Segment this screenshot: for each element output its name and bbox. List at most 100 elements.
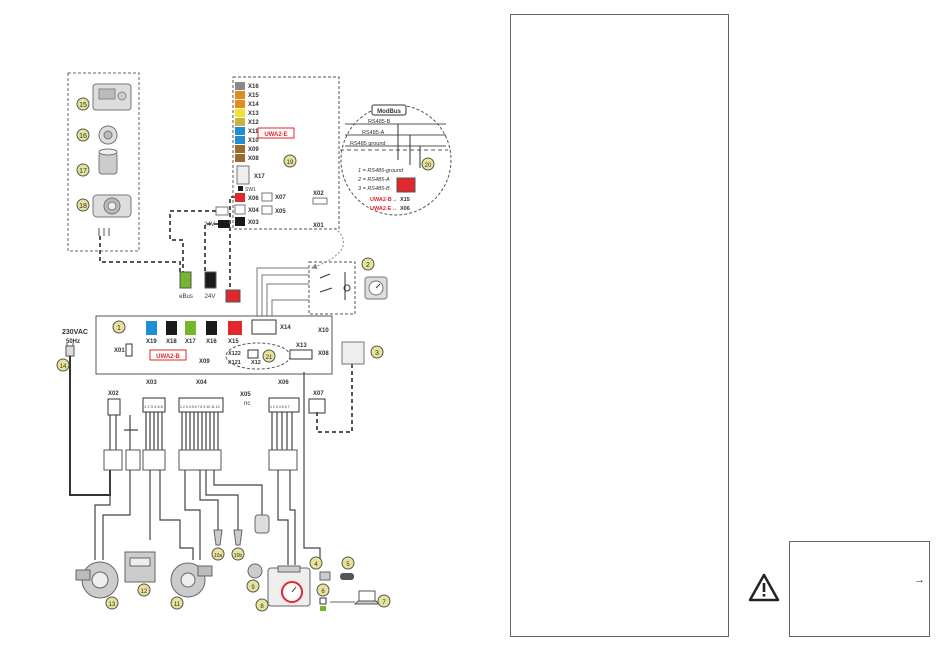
- label-4: 4: [314, 562, 318, 568]
- label-9: 9: [251, 585, 255, 591]
- label-14: 14: [60, 364, 67, 370]
- uwa2b-x08: X08: [318, 351, 329, 357]
- uwa2e-x06: X06: [248, 196, 259, 202]
- outdoor-sensor-icon: [98, 148, 118, 175]
- uwa2b-nc: nc: [244, 401, 250, 407]
- uwa2b-x04: X04: [196, 380, 207, 386]
- label-17: 17: [79, 168, 87, 175]
- uwa2b-x11-num: 21: [266, 355, 273, 361]
- modbus-rs485g: RS485 ground: [350, 141, 385, 147]
- uwa2e-x03: X03: [248, 220, 259, 226]
- uwa2e-x10: X10: [248, 138, 259, 144]
- uwa2e-x16: X16: [248, 84, 259, 90]
- gateway-icon: [92, 194, 132, 218]
- sensor-icon: [98, 125, 118, 145]
- label-7: 7: [382, 600, 386, 606]
- label-15: 15: [79, 102, 87, 109]
- uwa2b-x16: X16: [206, 339, 217, 345]
- modbus-legend-2: 2 = RS485-A: [357, 177, 390, 183]
- uwa2e-x14: X14: [248, 102, 259, 108]
- room-switch-icon: [364, 276, 388, 300]
- svg-text:→: →: [392, 206, 398, 212]
- uwa2e-sw1: SW1: [245, 187, 256, 193]
- uwa2e-x13: X13: [248, 111, 259, 117]
- modbus-map1-conn: X15: [400, 197, 410, 203]
- usb-dongle-5-icon: [340, 573, 354, 580]
- label-10b: 10b: [234, 553, 243, 559]
- uwa2e-x01: X01: [313, 223, 324, 229]
- sensor-10a-icon: [213, 529, 223, 546]
- fan-11-icon: [170, 562, 213, 598]
- uwa2b-x15: X15: [228, 339, 239, 345]
- switch-dashed-box: [308, 261, 356, 315]
- uwa2b-x05: X05: [240, 392, 251, 398]
- label-6: 6: [321, 589, 325, 595]
- warning-icon: [748, 573, 780, 602]
- x05-pins: 1 2 3 4 5 6 7: [270, 405, 290, 409]
- warning-box: →: [789, 541, 930, 637]
- uwa2b-x122: X122: [228, 351, 241, 357]
- label-3: 3: [375, 350, 379, 357]
- uwa2e-x15: X15: [248, 93, 259, 99]
- uwa2b-x121: X121: [228, 360, 241, 366]
- uwa2b-x06-label: X06: [278, 380, 289, 386]
- uwa2e-x05: X05: [275, 209, 286, 215]
- modbus-map1-board: UWA2-B: [370, 197, 392, 203]
- x04-pins: 1 2 3 4 5 6 7 8 9 10 11 12: [180, 405, 220, 409]
- uwa2e-x09: X09: [248, 147, 259, 153]
- uwa2e-label-num: 19: [287, 160, 294, 166]
- modbus-rs485b: RS485-B: [368, 119, 391, 125]
- uwa2e-connector-stack: [235, 82, 245, 162]
- text-panel: [510, 14, 729, 637]
- uwa2b-x07: X07: [313, 391, 324, 397]
- ebus-24v-label: 24V: [205, 294, 216, 300]
- label-12: 12: [141, 589, 148, 595]
- uwa2b-title: UWA2-B: [156, 354, 180, 360]
- power-line2: 50Hz: [66, 339, 80, 345]
- uwa2e-x07: X07: [275, 195, 286, 201]
- flow-sensor-9-icon: [247, 563, 263, 579]
- label-11: 11: [174, 602, 181, 608]
- label-8: 8: [260, 604, 264, 610]
- gas-valve-12-icon: [124, 551, 156, 583]
- uwa2b-x09: X09: [199, 359, 210, 365]
- uwa2e-board: [232, 76, 340, 230]
- uwa2e-x11: X11: [248, 129, 259, 135]
- label-5: 5: [346, 562, 350, 568]
- modbus-num: 20: [425, 163, 432, 169]
- uwa2b-x17: X17: [185, 339, 196, 345]
- modbus-legend-1: 1 = RS485-ground: [358, 168, 404, 174]
- label-2: 2: [366, 262, 370, 269]
- modbus-legend-3: 3 = RS485-B: [358, 186, 390, 192]
- uwa2b-x02: X02: [108, 391, 119, 397]
- control-panel-8-icon: [267, 565, 311, 607]
- modbus-detail-circle: [340, 104, 452, 216]
- room-unit-icon: [92, 83, 132, 111]
- laptop-7-icon: [353, 590, 381, 605]
- uwa2e-x02: X02: [313, 191, 324, 197]
- modbus-map2-board: UWA2-E: [370, 206, 392, 212]
- unit-3-box: [341, 341, 365, 365]
- uwa2b-x03: X03: [146, 380, 157, 386]
- uwa2e-x04: X04: [248, 208, 259, 214]
- uwa2b-x18: X18: [166, 339, 177, 345]
- power-line1: 230VAC: [62, 329, 88, 336]
- modbus-title: ModBus: [377, 109, 401, 115]
- arrow-right-icon: →: [914, 574, 925, 586]
- fan-13-icon: [75, 561, 119, 599]
- uwa2b-x14: X14: [280, 325, 291, 331]
- modbus-map2-conn: X06: [400, 206, 410, 212]
- label-13: 13: [109, 602, 116, 608]
- sensor-10b-icon: [233, 529, 243, 546]
- modbus-rs485a: RS485-A: [362, 130, 385, 136]
- ebus-label: eBus: [179, 294, 193, 300]
- uwa2b-x13: X13: [296, 343, 307, 349]
- label-18: 18: [79, 203, 87, 210]
- label-10a: 10a: [214, 553, 223, 559]
- x03-pins: 1 2 3 4 5 6: [144, 404, 164, 409]
- uwa2e-x08: X08: [248, 156, 259, 162]
- uwa2e-title: UWA2-E: [264, 132, 287, 138]
- pump-9-icon: [254, 514, 270, 534]
- uwa2b-x01: X01: [114, 348, 125, 354]
